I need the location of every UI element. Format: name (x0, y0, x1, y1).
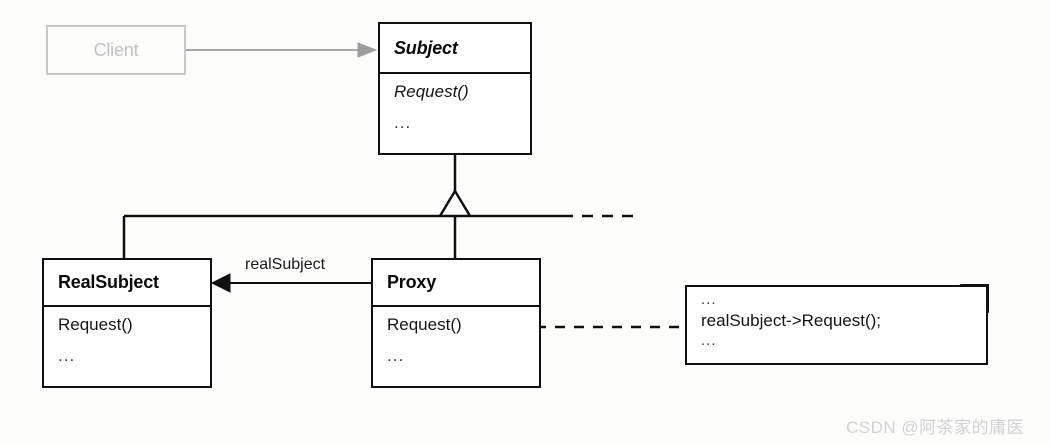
class-members-realsubject: Request() ... (44, 307, 210, 364)
note-line-3: ... (701, 332, 717, 350)
member-ellipsis: ... (394, 113, 412, 132)
class-name-subject: Subject (394, 37, 458, 58)
class-name-realsubject: RealSubject (58, 272, 159, 292)
class-box-proxy[interactable]: Proxy Request() ... (371, 258, 541, 388)
class-box-realsubject[interactable]: RealSubject Request() ... (42, 258, 212, 388)
note-line-1: ... (701, 291, 717, 308)
compartment-divider (373, 305, 539, 307)
arrowhead-filled-icon (210, 273, 231, 293)
class-box-subject[interactable]: Subject Request() ... (378, 22, 532, 155)
arrowhead-filled-icon (357, 42, 378, 58)
watermark-text: CSDN @阿茶家的庸医 (846, 418, 1025, 437)
compartment-divider (44, 305, 210, 307)
member-ellipsis: ... (58, 346, 76, 365)
note-box[interactable]: ... realSubject->Request(); ... (685, 285, 988, 365)
class-name-proxy: Proxy (387, 272, 437, 292)
member-request: Request() (394, 82, 469, 101)
member-request: Request() (58, 315, 133, 334)
note-body: ... realSubject->Request(); ... (687, 287, 986, 348)
member-request: Request() (387, 315, 462, 334)
inheritance-triangle-icon (438, 188, 472, 217)
class-box-client[interactable]: Client (46, 25, 186, 75)
edge-proxy-to-realsubject (210, 273, 371, 293)
edge-generalization (122, 155, 642, 258)
compartment-divider (380, 72, 530, 74)
member-ellipsis: ... (387, 346, 405, 365)
class-members-subject: Request() ... (380, 74, 530, 131)
edge-label-realsubject: realSubject (245, 256, 326, 273)
class-members-proxy: Request() ... (373, 307, 539, 364)
note-line-2: realSubject->Request(); (701, 310, 882, 330)
edge-client-to-subject (184, 42, 378, 58)
class-name-client: Client (93, 39, 139, 60)
